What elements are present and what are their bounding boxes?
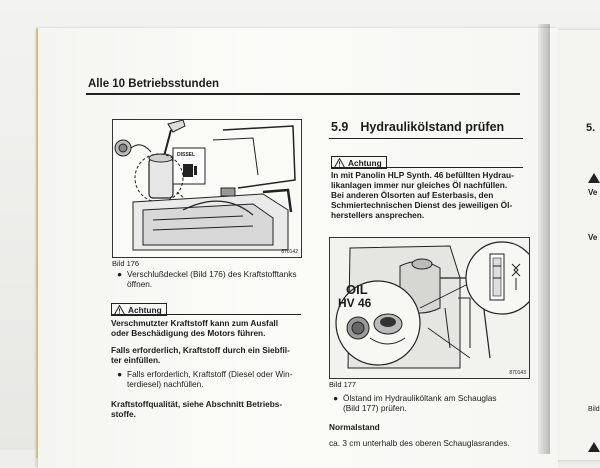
bullet-icon: ● [117,369,123,379]
next-warning-icon-2 [588,442,600,452]
bullet-line-2: terdiesel) nachfüllen. [127,379,204,389]
section-heading: Hydraulikölstand prüfen [360,120,505,134]
warning-rule-left [111,314,301,316]
normalstand-text: ca. 3 cm unterhalb des oberen Schauglasr… [329,438,510,448]
warning-text-right-1: In mit Panolin HLP Synth. 46 befüllten H… [331,170,514,180]
warning-triangle-icon [114,304,125,315]
figure-caption-177: Bild 177 [329,380,357,389]
next-line-1: Ve [588,188,598,197]
bullet-line-2: (Bild 177) prüfen. [343,403,407,413]
warning-text-left-1: Verschmutzter Kraftstoff kann zum Ausfal… [111,318,279,328]
sieve-para-1: Falls erforderlich, Kraftstoff durch ein… [111,345,290,355]
bullet-line-1: Falls erforderlich, Kraftstoff (Diesel o… [127,369,293,379]
spine-shadow [538,24,550,454]
running-head: Alle 10 Betriebsstunden [88,78,220,90]
figure-176-fuel-tank: DISSEL 870142 [112,119,302,258]
bullet-line-2: öffnen. [127,279,153,289]
figure-code: 870143 [509,370,526,376]
bullet-check-oil: ● Ölstand im Hydrauliköltank am Schaugla… [333,393,533,415]
bullet-refill-fuel: ● Falls erforderlich, Kraftstoff (Diesel… [117,369,307,391]
next-line-2: Ve [588,233,598,242]
warning-text-right-5: herstellers ansprechen. [331,210,425,220]
hydraulic-tank-illustration [330,238,539,378]
section-number: 5.9 [331,120,349,134]
figure-177-hydraulic-tank: OIL HV 46 870143 [329,237,539,379]
sieve-para-2: ter einfüllen. [111,355,161,365]
bullet-icon: ● [333,393,339,403]
next-caption: Bild [588,406,600,413]
section-rule [329,138,523,140]
bullet-open-cap: ● Verschlußdeckel (Bild 176) des Kraftst… [117,269,307,291]
warning-text-left-2: oder Beschädigung des Motors führen. [111,328,266,338]
next-section-number: 5. [586,122,596,134]
warning-badge-left: Achtung [111,303,167,316]
fuel-quality-para-2: stoffe. [111,409,136,419]
warning-rule-right [331,167,523,169]
section-title: 5.9 Hydraulikölstand prüfen [331,120,504,134]
bullet-line-1: Ölstand im Hydrauliköltank am Schauglas [343,393,497,403]
fuel-sign-label: DISSEL [177,152,196,158]
bullet-icon: ● [117,269,123,279]
figure-code: 870142 [281,249,298,255]
oil-label-1: OIL [346,282,368,297]
oil-label-2: HV 46 [338,296,372,310]
warning-text-right-3: Bei anderen Ölsorten auf Esterbasis, den [331,190,494,200]
next-warning-icon [588,173,600,183]
warning-label: Achtung [348,157,382,168]
warning-text-right-4: Schmiertechnischen Dienst des jeweiligen… [331,200,513,210]
normalstand-heading: Normalstand [329,422,380,432]
fuel-quality-para-1: Kraftstoffqualität, siehe Abschnitt Betr… [111,399,283,409]
warning-label: Achtung [128,304,162,315]
warning-badge-right: Achtung [331,156,387,169]
header-rule [86,93,520,95]
figure-caption-176: Bild 176 [112,259,140,268]
warning-triangle-icon [334,157,345,168]
warning-text-right-2: likanlagen immer nur gleiches Öl nachfül… [331,180,508,190]
fuel-tank-illustration [114,119,296,251]
bullet-line-1: Verschlußdeckel (Bild 176) des Kraftstof… [127,269,297,279]
